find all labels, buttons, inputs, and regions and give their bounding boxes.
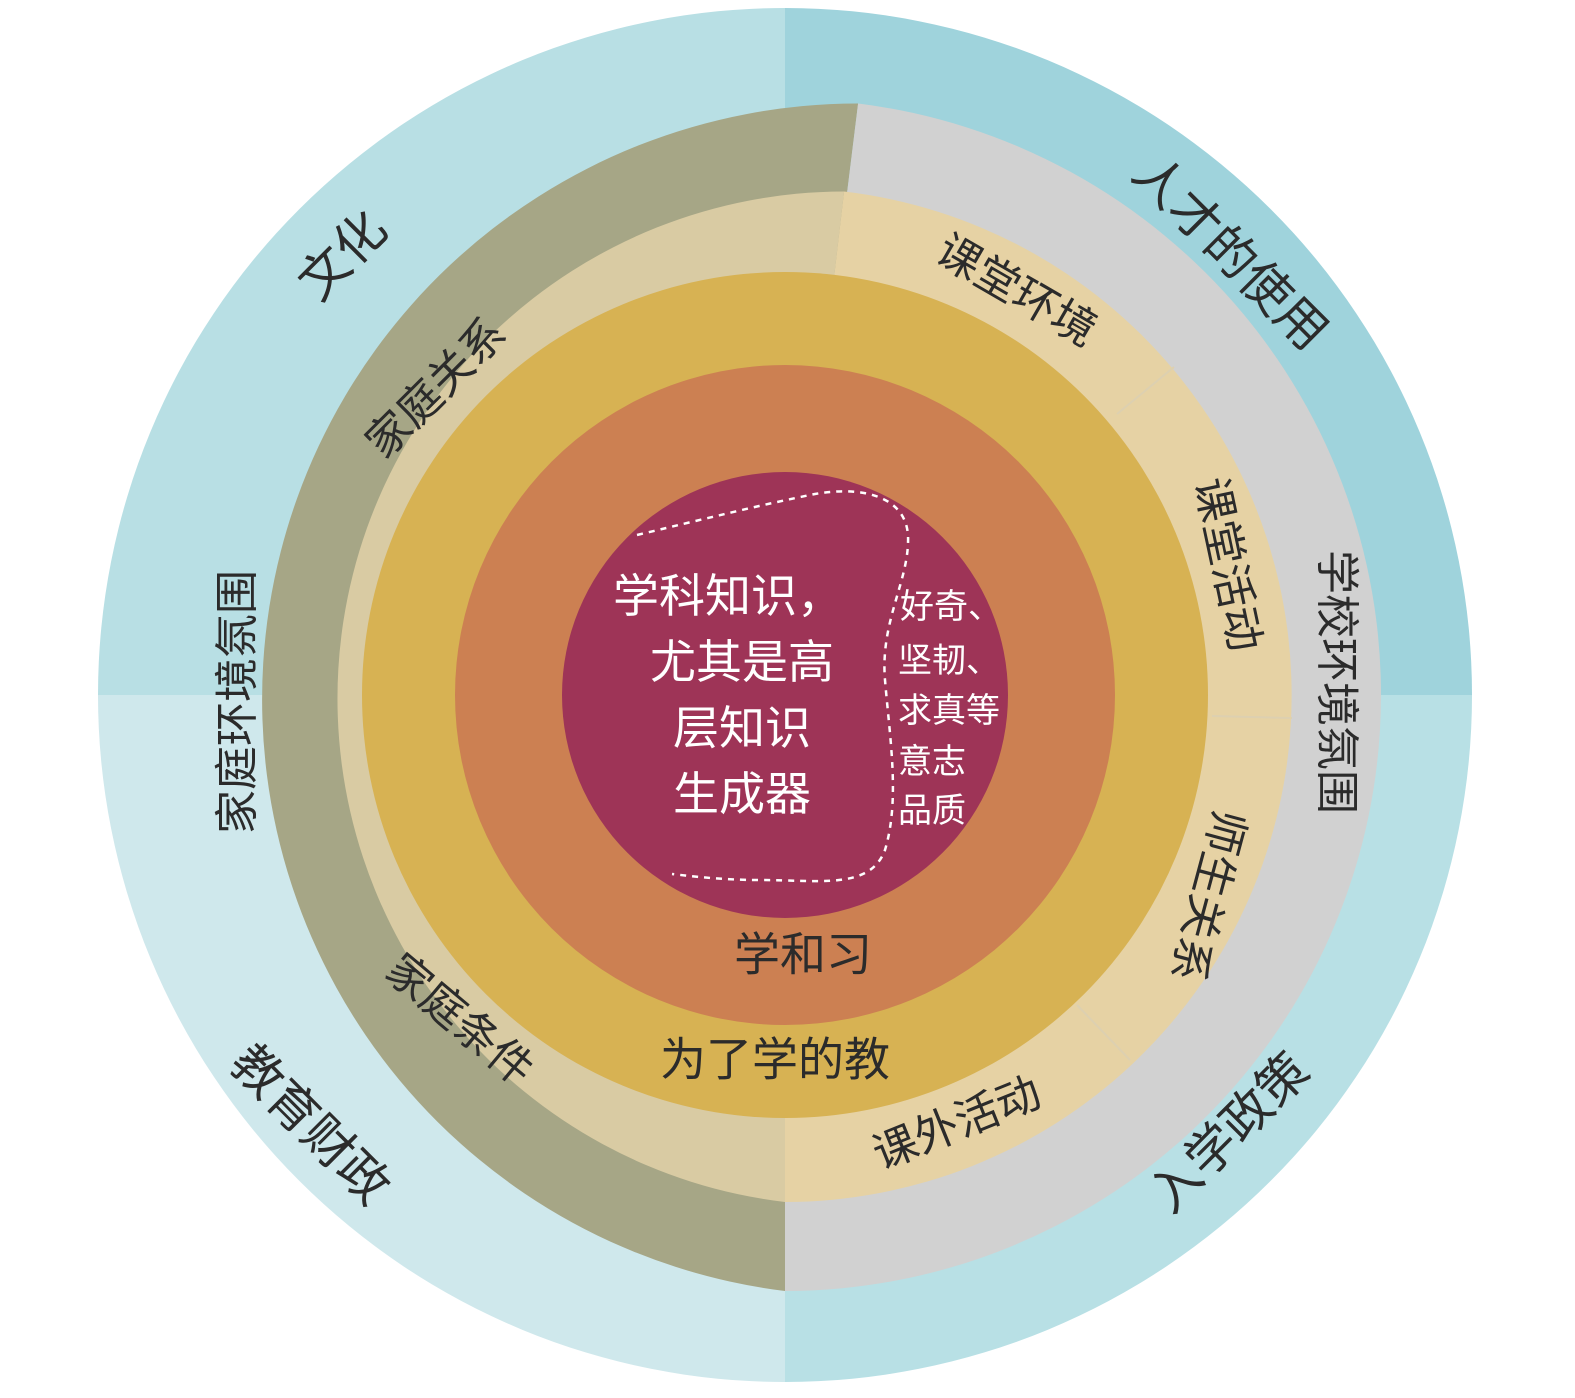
core-will-text: 好奇、 坚韧、 求真等 意志 品质 bbox=[898, 587, 1002, 831]
core-knowledge-line-4: 生成器 bbox=[673, 767, 811, 821]
label-teaching-for-learning: 为了学的教 bbox=[660, 1033, 890, 1087]
label-learning-and-practice: 学和习 bbox=[734, 928, 872, 982]
core-dashed-divider bbox=[636, 490, 910, 883]
sub-divider-2 bbox=[1211, 715, 1293, 719]
core-knowledge-line-1: 学科知识， bbox=[613, 569, 843, 623]
core-will-line-5: 品质 bbox=[898, 791, 966, 831]
label-school-atmosphere: 学校环境氛围 bbox=[1311, 550, 1362, 814]
core-knowledge-line-2: 尤其是高 bbox=[650, 635, 834, 689]
core-will-line-4: 意志 bbox=[898, 742, 966, 782]
sub-divider-1 bbox=[1116, 366, 1175, 415]
core-circle bbox=[562, 472, 1008, 918]
sub-divider-3 bbox=[1076, 1004, 1131, 1061]
core-knowledge-line-3: 层知识 bbox=[673, 701, 811, 755]
core-will-line-1: 好奇、 bbox=[900, 587, 1002, 627]
core-will-line-2: 坚韧、 bbox=[898, 641, 1000, 681]
label-family-atmosphere: 家庭环境氛围 bbox=[212, 570, 263, 834]
core-will-line-3: 求真等 bbox=[898, 691, 1000, 731]
core-knowledge-text: 学科知识， 尤其是高 层知识 生成器 bbox=[613, 569, 843, 821]
